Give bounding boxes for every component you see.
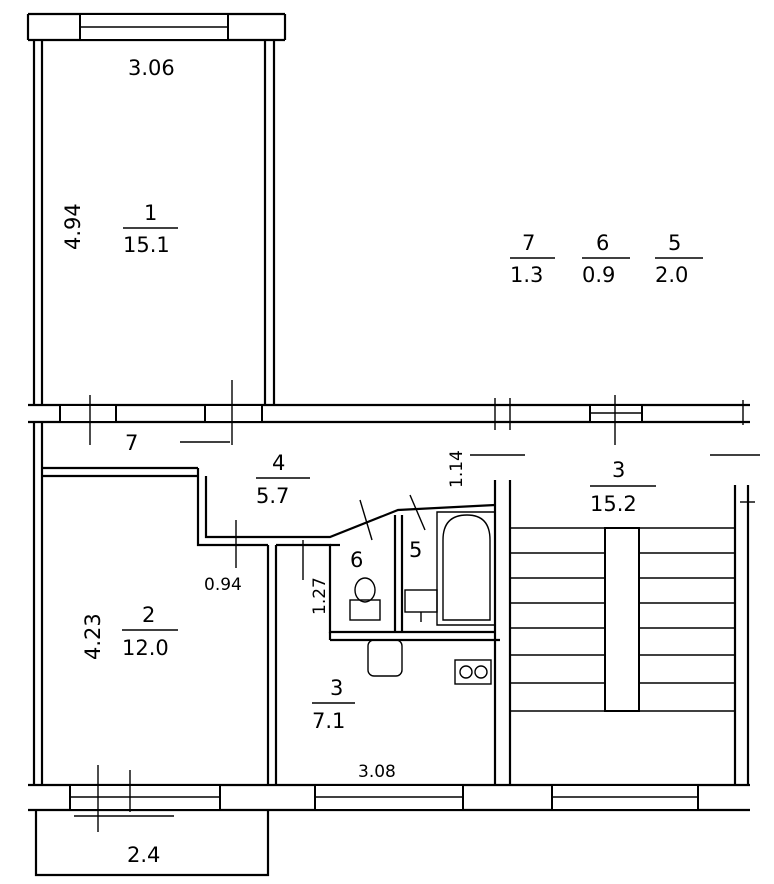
- legend-6-area: 0.9: [582, 263, 615, 287]
- kitchen-sink-icon: [367, 639, 403, 677]
- legend-5-area: 2.0: [655, 263, 688, 287]
- room5-number: 5: [409, 538, 422, 562]
- sink-icon: [404, 589, 438, 613]
- bathtub-icon: [442, 514, 491, 621]
- room2-area: 12.0: [122, 636, 169, 660]
- dim-kitchen-width: 3.08: [358, 762, 396, 782]
- dim-room1-width: 3.06: [128, 56, 175, 80]
- room1-area: 15.1: [123, 233, 170, 257]
- room6-number: 6: [350, 548, 363, 572]
- room1-number: 1: [144, 201, 157, 225]
- legend-5-number: 5: [668, 231, 681, 255]
- room3-kitchen-number: 3: [330, 676, 343, 700]
- dim-room1-length: 4.94: [61, 203, 85, 250]
- walls: [26, 12, 750, 877]
- room4-area: 5.7: [256, 484, 289, 508]
- dim-room2-length: 4.23: [81, 613, 105, 660]
- dim-balcony-width: 2.4: [127, 843, 160, 867]
- room7-number: 7: [125, 431, 138, 455]
- fixtures: [349, 511, 496, 685]
- room3-stair-number: 3: [612, 458, 625, 482]
- legend-7-area: 1.3: [510, 263, 543, 287]
- doorway-hall: [204, 404, 263, 423]
- room4-number: 4: [272, 451, 285, 475]
- legend-6-number: 6: [596, 231, 609, 255]
- dim-wc-wall: 1.14: [447, 450, 467, 488]
- stove-icon: [454, 659, 492, 685]
- toilet-icon: [349, 577, 381, 621]
- doorway-room1: [59, 404, 117, 423]
- legend-7-number: 7: [522, 231, 535, 255]
- room3-kitchen-area: 7.1: [312, 709, 345, 733]
- labels: 3.06 4.94 1 15.1 7 1.3 6 0.9 5 2.0 7 4 5…: [61, 56, 703, 867]
- dim-bath-wall: 1.27: [310, 577, 330, 615]
- room3-stair-area: 15.2: [590, 492, 637, 516]
- room2-number: 2: [142, 603, 155, 627]
- dimension-ticks: [74, 380, 760, 832]
- dim-hall-width: 0.94: [204, 575, 242, 595]
- staircase: [510, 527, 735, 712]
